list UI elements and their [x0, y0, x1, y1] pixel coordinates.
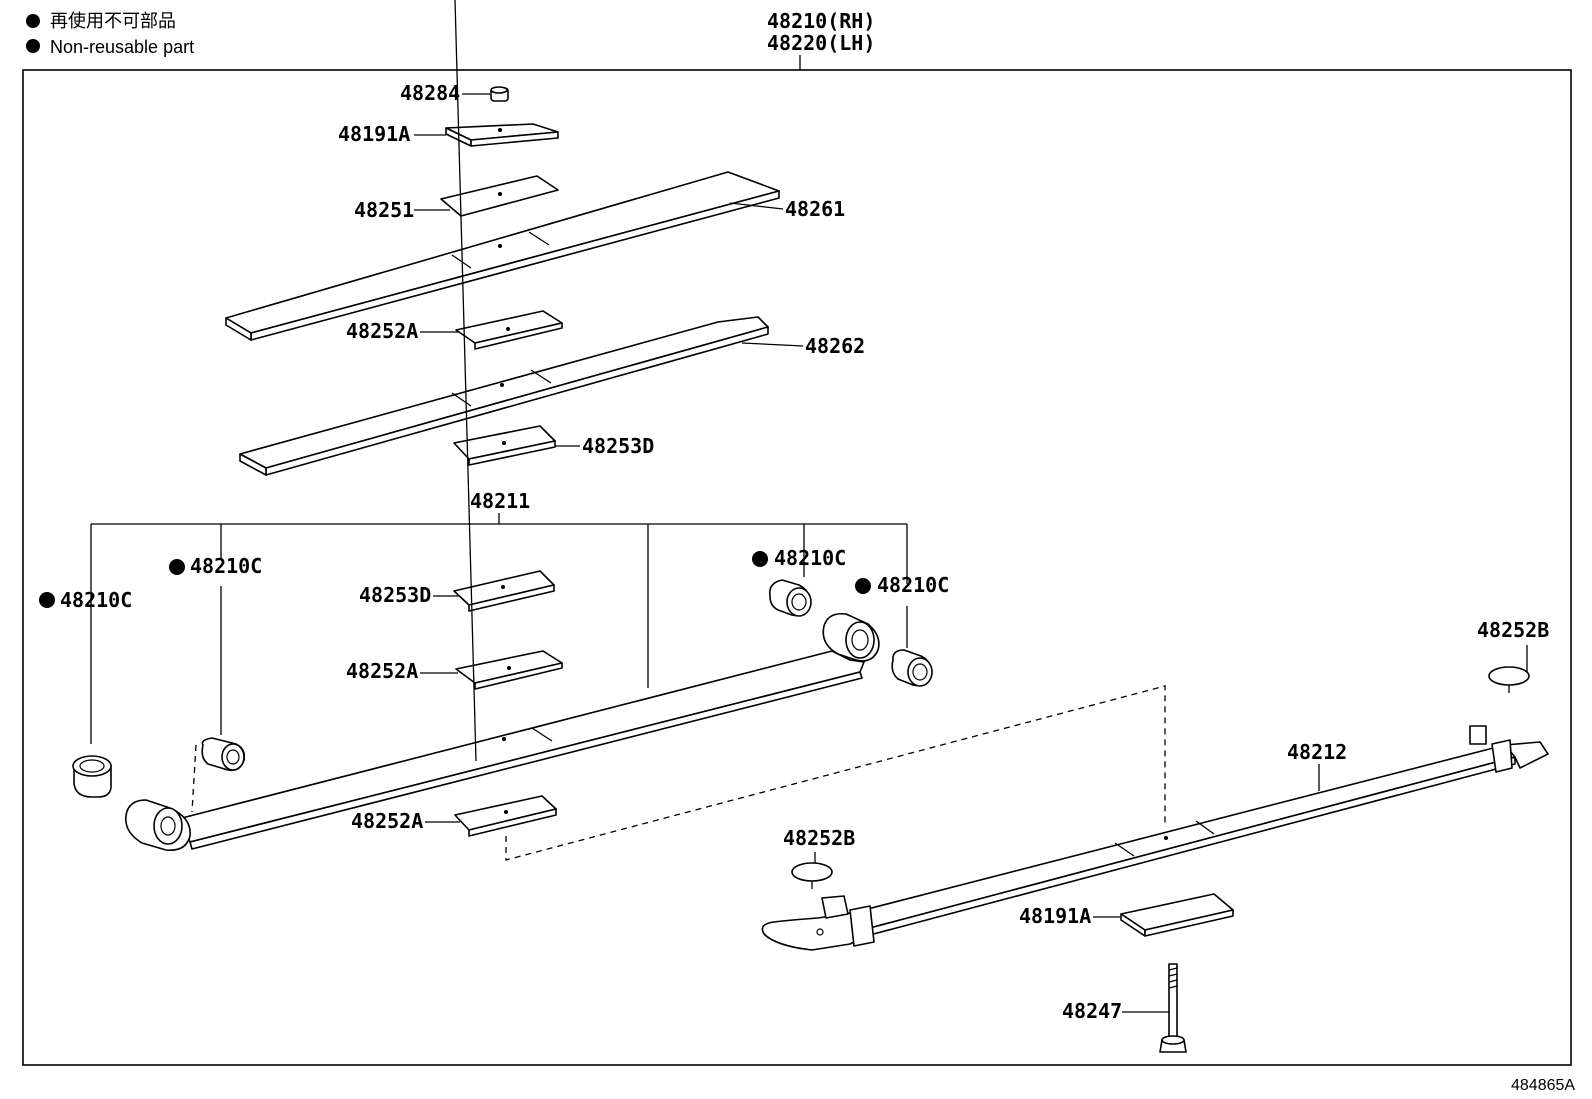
part-48247-bolt: 48247 — [1062, 963, 1187, 1053]
part-48210C-3: 48210C — [752, 546, 846, 617]
legend-text-en: Non-reusable part — [50, 37, 194, 57]
part-48191A-bottom: 48191A — [1019, 893, 1234, 937]
part-48212-leaf: 48212 — [761, 725, 1549, 951]
legend: 再使用不可部品 Non-reusable part — [26, 11, 194, 57]
label-48262: 48262 — [805, 334, 865, 358]
label-48252A-1: 48252A — [346, 319, 418, 343]
assembly-frame — [22, 69, 1572, 1066]
label-48261: 48261 — [785, 197, 845, 221]
label-assembly-rh: 48210(RH) — [767, 9, 875, 33]
part-48253D-2: 48253D — [359, 570, 555, 612]
part-48210C-2: 48210C — [169, 554, 262, 772]
label-48252B-2: 48252B — [783, 826, 855, 850]
label-assembly-lh: 48220(LH) — [767, 31, 875, 55]
label-48191A-bottom: 48191A — [1019, 904, 1091, 928]
label-48252A-3: 48252A — [351, 809, 423, 833]
part-48210C-4: 48210C — [855, 573, 949, 687]
part-48284: 48284 — [400, 81, 509, 105]
label-48251: 48251 — [354, 198, 414, 222]
label-48191A-top: 48191A — [338, 122, 410, 146]
filled-dot-icon — [26, 14, 40, 28]
label-48247: 48247 — [1062, 999, 1122, 1023]
label-48253D-1: 48253D — [582, 434, 654, 458]
drawing-number: 484865A — [1511, 1077, 1575, 1094]
legend-text-jp: 再使用不可部品 — [50, 11, 176, 31]
part-48252A-3: 48252A — [351, 795, 557, 837]
part-48261-leaf: 48261 — [225, 171, 845, 341]
part-48262-leaf: 48262 — [239, 316, 865, 476]
part-48251: 48251 — [354, 175, 559, 222]
label-48211: 48211 — [470, 489, 530, 513]
label-48253D-2: 48253D — [359, 583, 431, 607]
non-reusable-dot-icon — [169, 559, 185, 575]
part-48191A-top: 48191A — [338, 122, 559, 147]
label-48210C-1: 48210C — [60, 588, 132, 612]
filled-dot-icon — [26, 39, 40, 53]
non-reusable-dot-icon — [752, 551, 768, 567]
label-48210C-3: 48210C — [774, 546, 846, 570]
label-48284: 48284 — [400, 81, 460, 105]
label-48252B-1: 48252B — [1477, 618, 1549, 642]
non-reusable-dot-icon — [39, 592, 55, 608]
label-48210C-2: 48210C — [190, 554, 262, 578]
label-48210C-4: 48210C — [877, 573, 949, 597]
part-48253D-1: 48253D — [453, 425, 654, 466]
part-48252B-2: 48252B — [783, 826, 855, 889]
part-48252B-1: 48252B — [1477, 618, 1549, 693]
alignment-dashed-line — [505, 685, 1166, 861]
sub-assembly-48211-bracket: 48211 — [90, 489, 908, 744]
part-48252A-2: 48252A — [346, 650, 563, 690]
part-48252A-1: 48252A — [346, 310, 563, 350]
label-48212: 48212 — [1287, 740, 1347, 764]
part-48210C-1: 48210C — [39, 588, 132, 798]
main-leaf-48211 — [125, 0, 880, 852]
non-reusable-dot-icon — [855, 578, 871, 594]
label-48252A-2: 48252A — [346, 659, 418, 683]
